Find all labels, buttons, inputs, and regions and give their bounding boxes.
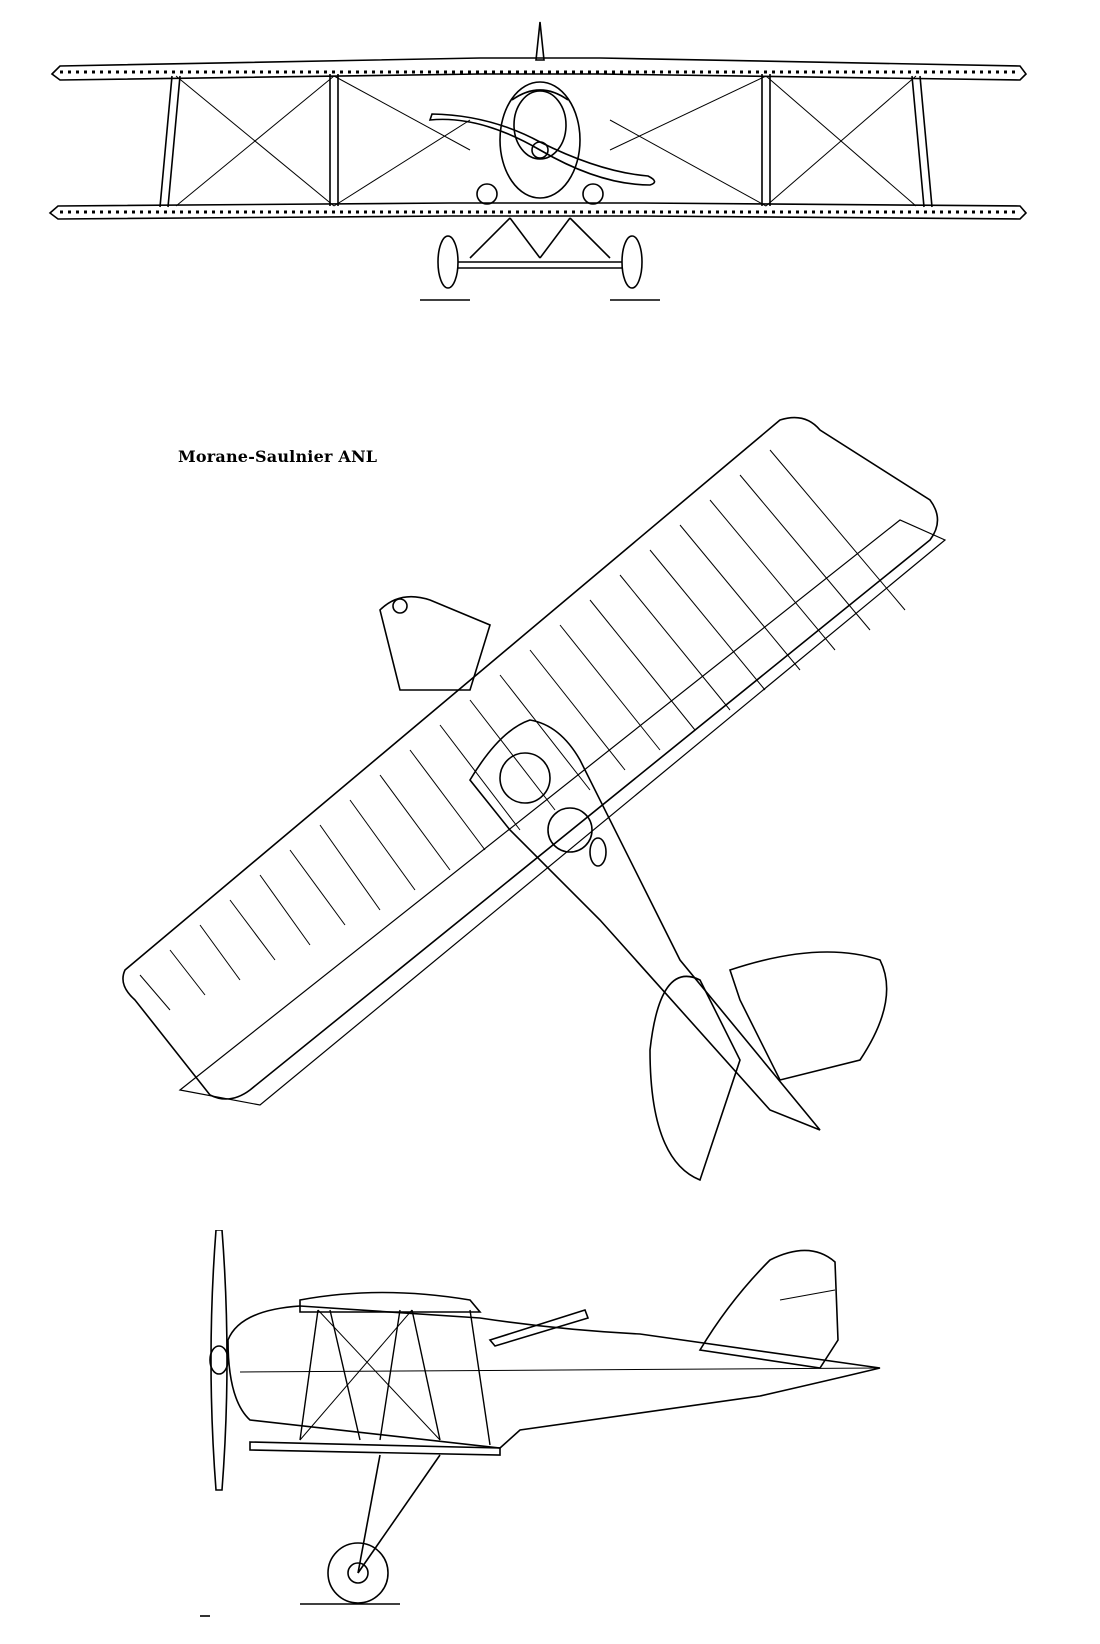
- fuselage-side: [228, 1306, 880, 1448]
- front-view: [0, 0, 1100, 320]
- side-view: [0, 1230, 1100, 1644]
- interplane-struts-front: [160, 74, 932, 207]
- fin-rudder-side: [700, 1250, 838, 1368]
- tailplane-top: [650, 952, 887, 1180]
- lower-wing-side: [250, 1442, 500, 1455]
- upper-wing-top: [123, 418, 945, 1105]
- bracing-wires-front: [176, 76, 916, 206]
- propeller-front: [430, 114, 655, 185]
- undercarriage-front: [420, 218, 660, 300]
- lower-wing-front: [50, 203, 1026, 219]
- undercarriage-side: [200, 1455, 440, 1616]
- drawing-title: Morane-Saulnier ANL: [178, 447, 378, 466]
- machine-gun-side: [490, 1310, 588, 1346]
- wing-ribs-top: [140, 450, 905, 1010]
- struts-side: [300, 1310, 490, 1445]
- upper-wing-front: [52, 58, 1026, 80]
- propeller-side: [210, 1230, 228, 1490]
- engine-top: [380, 597, 490, 690]
- top-view: [0, 380, 1100, 1230]
- wheels-front: [438, 184, 642, 288]
- upper-wing-side: [300, 1293, 480, 1313]
- fuselage-front: [500, 22, 580, 198]
- fuselage-top: [470, 720, 820, 1130]
